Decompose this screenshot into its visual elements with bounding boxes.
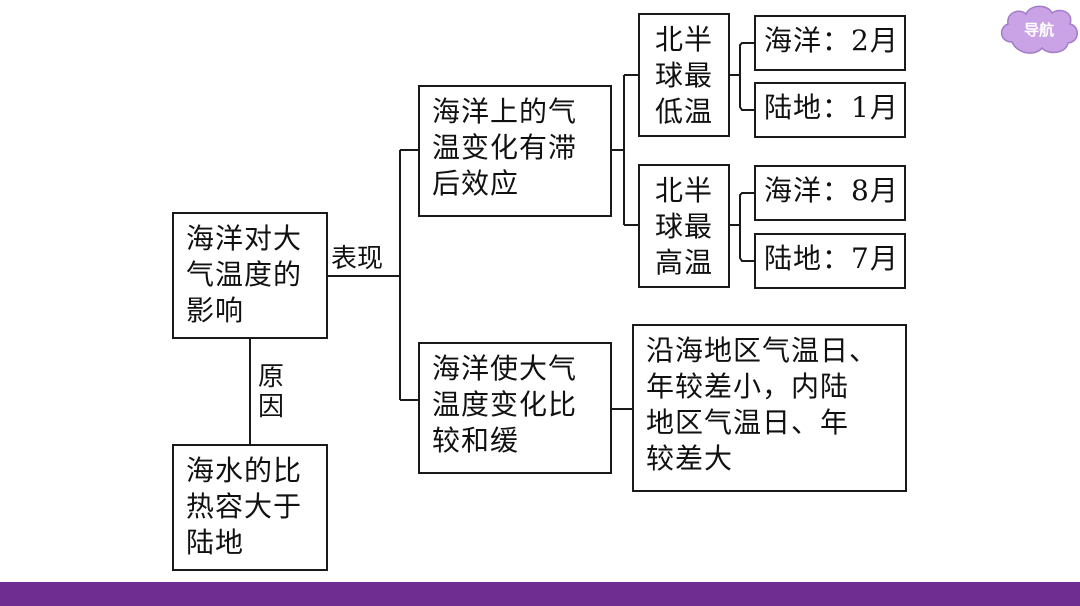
cloud-shape [1000, 5, 1078, 54]
land-min-leaf: 陆地：1月 [754, 82, 906, 138]
nav-button-label: 导航 [1023, 21, 1054, 39]
lag-effect-node: 海洋上的气 温变化有滞 后效应 [418, 85, 612, 217]
edge-label-performance: 表现 [331, 244, 384, 274]
ocean-min-leaf: 海洋：2月 [754, 15, 906, 71]
land-max-leaf: 陆地：7月 [754, 233, 906, 289]
moderate-result-node: 沿海地区气温日、 年较差小，内陆 地区气温日、年 较差大 [632, 324, 907, 492]
root-node: 海洋对大 气温度的 影响 [172, 212, 328, 339]
footer-bar [0, 582, 1080, 606]
nh-max-temp-node: 北半 球最 高温 [638, 164, 730, 288]
nav-button[interactable]: 导航 [996, 2, 1080, 58]
reason-node: 海水的比 热容大于 陆地 [172, 444, 328, 571]
ocean-max-leaf: 海洋：8月 [754, 165, 906, 221]
edge-label-reason: 原 因 [258, 362, 285, 422]
moderate-effect-node: 海洋使大气 温度变化比 较和缓 [418, 342, 612, 474]
nh-min-temp-node: 北半 球最 低温 [638, 13, 730, 137]
